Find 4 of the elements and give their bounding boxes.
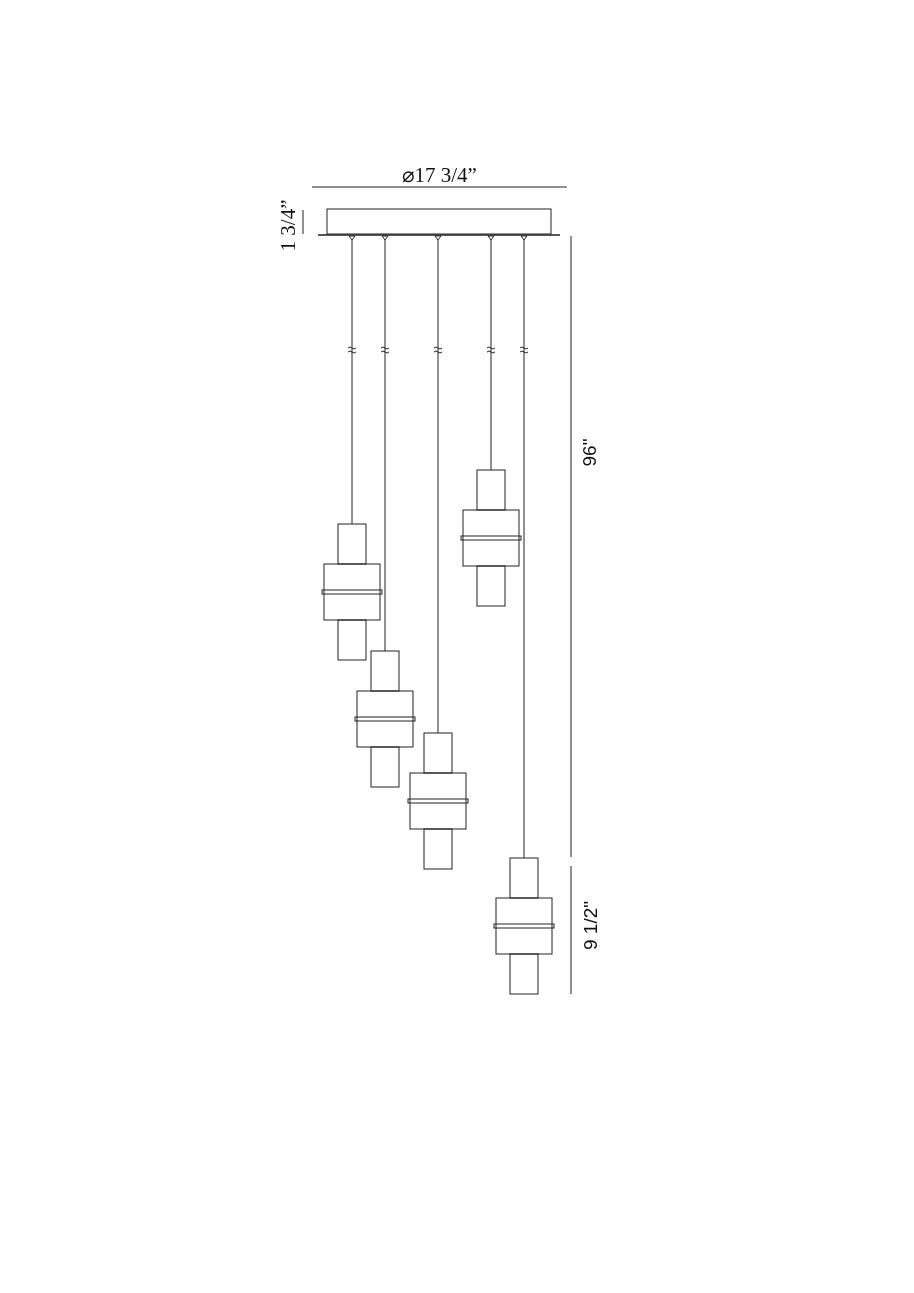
dimension-label: ⌀17 3/4”: [401, 164, 477, 186]
dimension-label: 1 3/4”: [278, 199, 300, 251]
dimension-label: 9 1/2": [580, 900, 600, 950]
dimension-label: 96": [580, 438, 600, 466]
